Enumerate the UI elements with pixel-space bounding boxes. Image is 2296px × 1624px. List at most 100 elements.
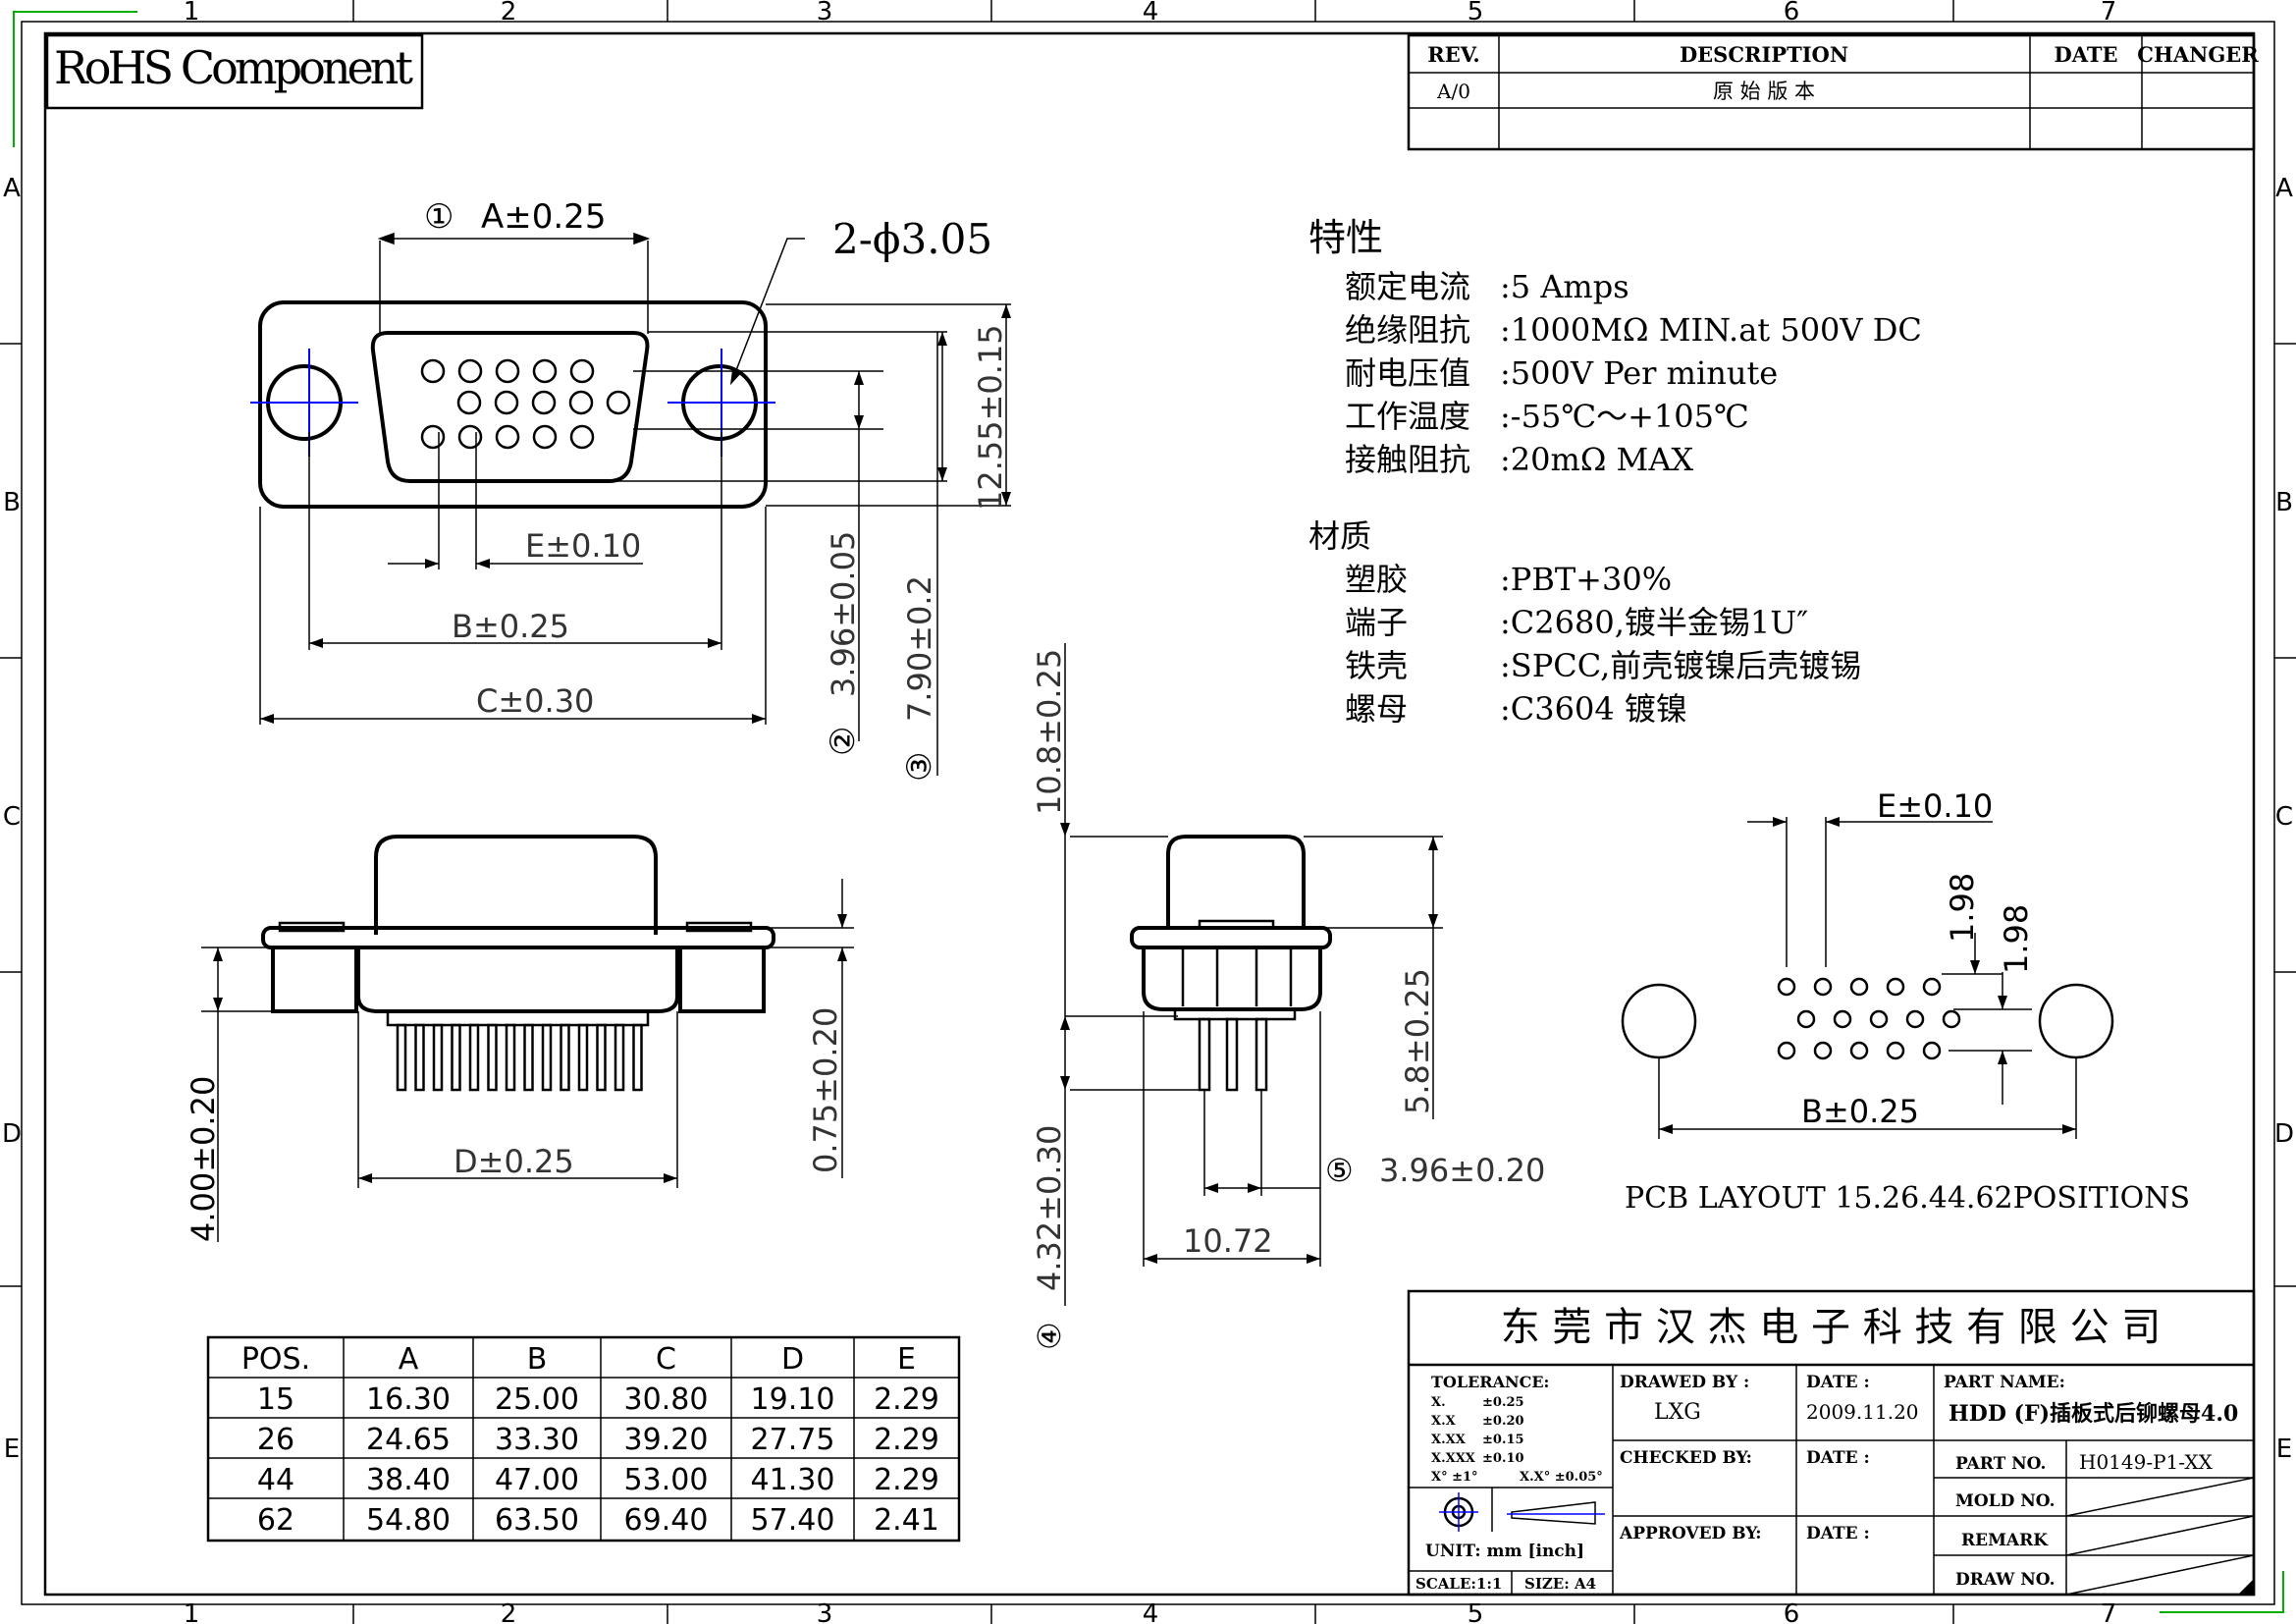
tol-x-key: X.	[1431, 1395, 1446, 1410]
pcb-hole	[1922, 977, 1942, 997]
tol-xxxx-key: X.XXX	[1431, 1451, 1476, 1466]
col-label-top-4: 4	[1143, 0, 1159, 27]
table-cell: 39.20	[624, 1423, 709, 1457]
contact-pin-icon	[606, 390, 631, 415]
drawn-by-value: LXG	[1654, 1400, 1701, 1425]
tol-xxx-key: X.XX	[1431, 1433, 1467, 1447]
material-label-plastic: 塑胶	[1345, 561, 1408, 598]
contact-pin-icon	[457, 358, 483, 384]
table-cell: 27.75	[751, 1423, 835, 1457]
table-cell: 19.10	[751, 1382, 835, 1417]
dim-10-8: 10.8±0.25	[1031, 649, 1068, 815]
table-cell: 54.80	[366, 1503, 451, 1538]
pcb-hole	[1886, 1041, 1905, 1060]
contact-pin-icon	[420, 358, 446, 384]
table-cell: 57.40	[751, 1503, 835, 1538]
dim-a: A±0.25	[481, 197, 606, 237]
material-value-nut: :C3604 镀镍	[1500, 690, 1687, 728]
draw-no-label: DRAW NO.	[1955, 1570, 2056, 1590]
dim-10-72: 10.72	[1183, 1222, 1273, 1260]
company-name: 东 莞 市 汉 杰 电 子 科 技 有 限 公 司	[1501, 1305, 2162, 1350]
pin-lead	[560, 1023, 570, 1092]
pin-lead	[451, 1023, 461, 1092]
contact-pin-icon	[457, 424, 483, 450]
date-header: DATE	[2055, 42, 2118, 67]
table-cell: 24.65	[366, 1423, 451, 1457]
title-block-text: 东 莞 市 汉 杰 电 子 科 技 有 限 公 司 TOLERANCE: X. …	[1415, 1305, 2238, 1593]
dim-3-96-num: ②	[824, 727, 863, 756]
row-label-left-e: E	[4, 1435, 20, 1464]
dim-5-8: 5.8±0.25	[1399, 968, 1436, 1114]
specs-block: 特性 额定电流 :5 Amps 绝缘阻抗 :1000MΩ MIN.at 500V…	[1308, 216, 1922, 728]
side-view-left	[201, 835, 854, 1242]
col-label-top-1: 1	[184, 0, 200, 27]
date-label-2: DATE :	[1806, 1448, 1870, 1468]
table-cell: 16.30	[366, 1382, 451, 1417]
date-label-3: DATE :	[1806, 1524, 1870, 1543]
rohs-box	[45, 33, 424, 110]
spec-value-temperature: :-55℃～+105℃	[1500, 398, 1749, 435]
dim-3-96-h: 3.96±0.20	[1379, 1152, 1545, 1189]
contact-pin-icon	[495, 358, 520, 384]
pcb-hole	[1849, 977, 1869, 997]
col-label-bottom-5: 5	[1468, 1599, 1484, 1624]
angle-tol-2: X.X° ±0.05°	[1520, 1470, 1603, 1485]
table-header-cell: POS.	[241, 1342, 310, 1377]
date-label-1: DATE :	[1806, 1373, 1870, 1392]
table-cell: 41.30	[751, 1463, 835, 1497]
table-header-cell: E	[897, 1342, 916, 1377]
col-label-top-7: 7	[2101, 0, 2117, 27]
pcb-dim-b: B±0.25	[1801, 1093, 1919, 1130]
pin-lead	[614, 1023, 625, 1092]
material-value-plastic: :PBT+30%	[1500, 561, 1672, 598]
contact-pin-icon	[532, 424, 558, 450]
row-label-left-c: C	[3, 802, 21, 832]
col-label-bottom-1: 1	[184, 1599, 200, 1624]
dim-b: B±0.25	[452, 608, 569, 645]
materials-title: 材质	[1308, 517, 1371, 555]
table-header-cell: B	[527, 1342, 548, 1377]
col-label-bottom-4: 4	[1143, 1599, 1159, 1624]
dim-12-55: 12.55±0.15	[972, 324, 1009, 511]
dim-4-32-num: ④	[1031, 1322, 1068, 1350]
dim-4-32: 4.32±0.30	[1031, 1125, 1068, 1291]
col-label-top-6: 6	[1784, 0, 1800, 27]
material-label-shell: 铁壳	[1345, 647, 1408, 684]
dim-e: E±0.10	[525, 527, 641, 565]
table-header-cell: A	[399, 1342, 419, 1377]
dim-0-75: 0.75±0.20	[807, 1007, 844, 1173]
spec-label-voltage: 耐电压值	[1345, 354, 1470, 392]
pcb-hole	[1833, 1009, 1852, 1029]
table-cell: 30.80	[624, 1382, 709, 1417]
spec-value-contact: :20mΩ MAX	[1500, 441, 1693, 478]
tol-x-val: ±0.25	[1482, 1395, 1524, 1410]
pin-lead	[505, 1023, 516, 1092]
pin-lead	[596, 1023, 607, 1092]
pin-lead	[468, 1023, 480, 1092]
pin-lead	[541, 1023, 553, 1092]
spec-label-insulation: 绝缘阻抗	[1345, 311, 1470, 349]
pcb-dim-1-98-a: 1.98	[1944, 873, 1981, 943]
title-block	[1407, 1289, 2256, 1597]
rohs-label: RoHS Component	[54, 41, 414, 94]
row-label-right-c: C	[2275, 802, 2293, 832]
tol-xxxx-val: ±0.10	[1482, 1451, 1524, 1466]
table-cell: 62	[257, 1503, 294, 1538]
contact-pin-icon	[569, 424, 595, 450]
pin-lead	[632, 1023, 643, 1092]
pcb-hole	[1796, 1009, 1816, 1029]
table-cell: 33.30	[495, 1423, 579, 1457]
table-cell: 25.00	[495, 1382, 579, 1417]
part-name-label: PART NAME:	[1944, 1373, 2065, 1392]
dim-3-96-h-num: ⑤	[1325, 1152, 1354, 1189]
description-header: DESCRIPTION	[1680, 42, 1848, 67]
remark-label: REMARK	[1961, 1531, 2049, 1550]
pcb-dim-1-98-b: 1.98	[1998, 904, 2035, 974]
table-cell: 26	[257, 1423, 294, 1457]
side-view-middle	[1060, 643, 1443, 1306]
pcb-hole	[1777, 977, 1796, 997]
drawn-by-label: DRAWED BY :	[1620, 1373, 1749, 1392]
pin-lead	[577, 1023, 589, 1092]
pin-lead	[523, 1023, 534, 1092]
